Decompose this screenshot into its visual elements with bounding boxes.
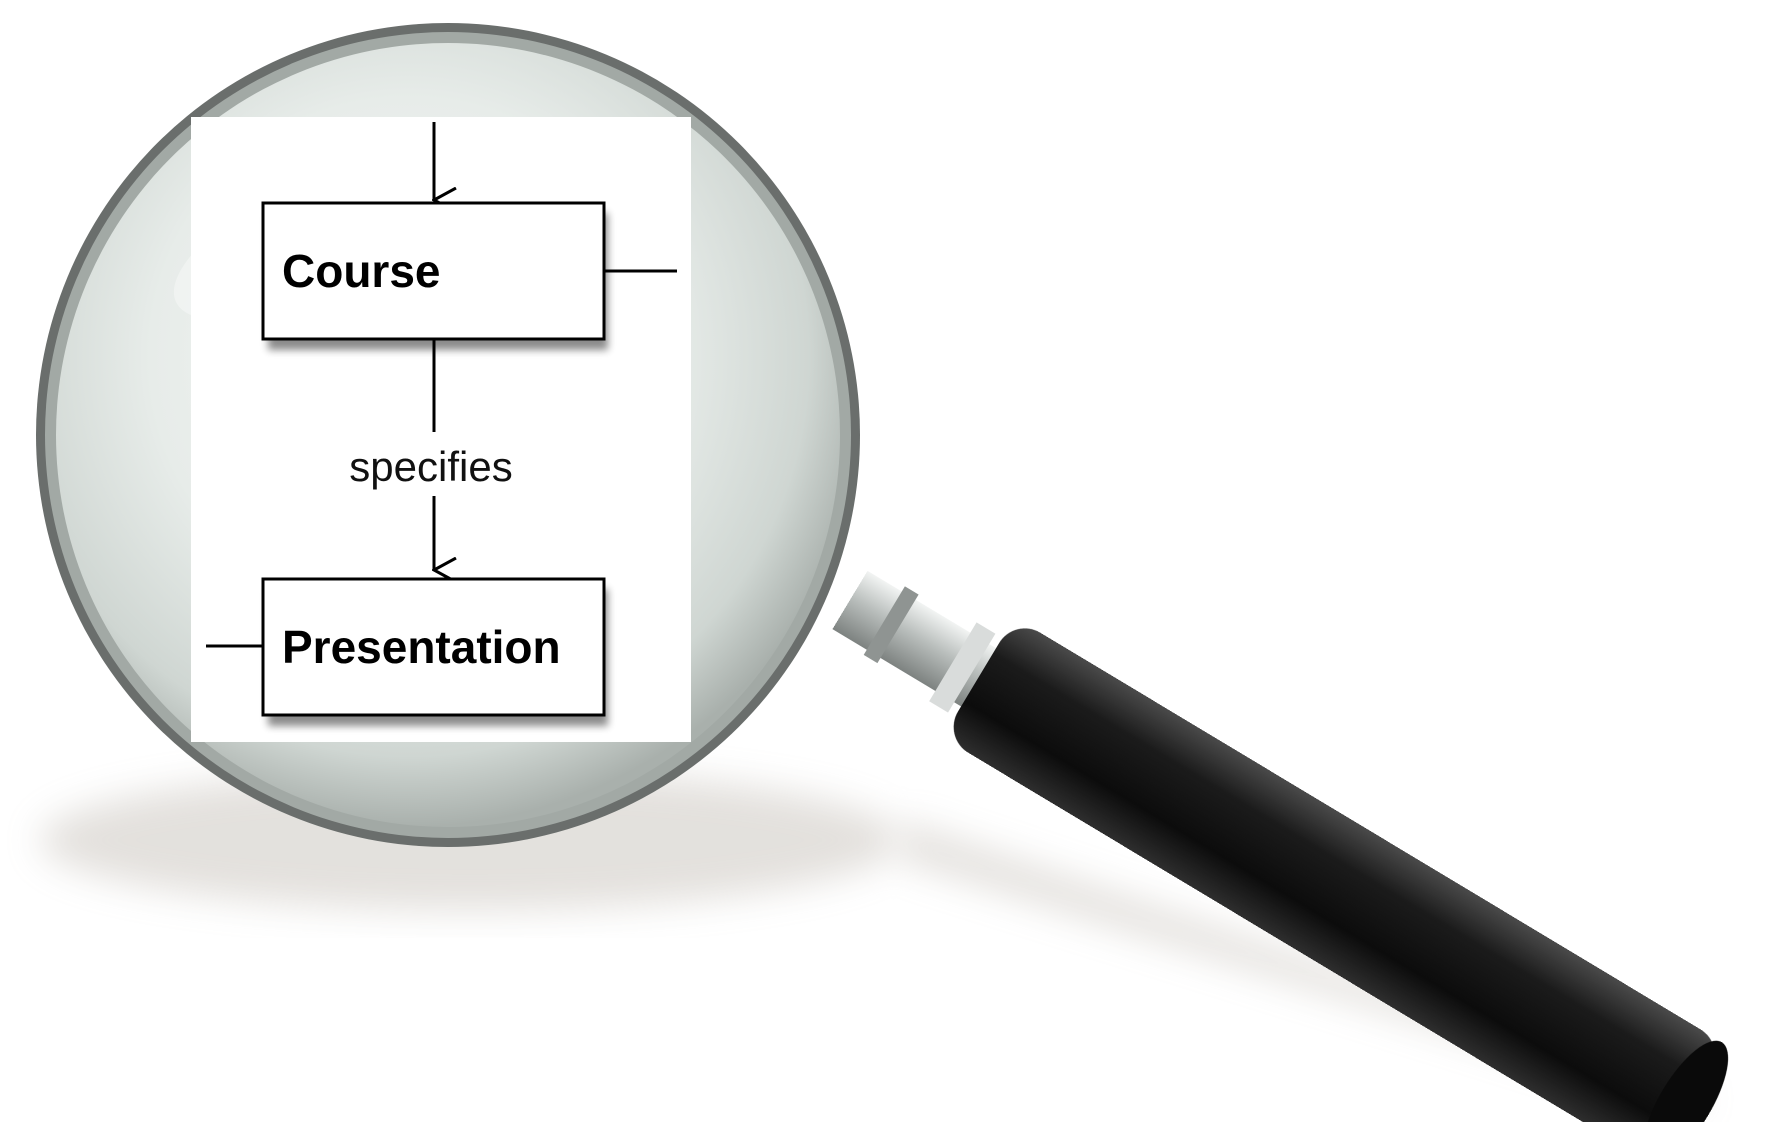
node-presentation: Presentation (261, 577, 608, 726)
handle-ferrule (832, 570, 1014, 717)
magnifier-handle (832, 570, 1729, 1122)
edge-label-specifies: specifies (349, 443, 512, 490)
node-course: Course (261, 201, 608, 350)
node-course-label: Course (282, 245, 440, 297)
node-presentation-label: Presentation (282, 621, 561, 673)
handle-grip (953, 628, 1715, 1122)
diagram-panel: Course specifies Presentation (191, 117, 691, 742)
